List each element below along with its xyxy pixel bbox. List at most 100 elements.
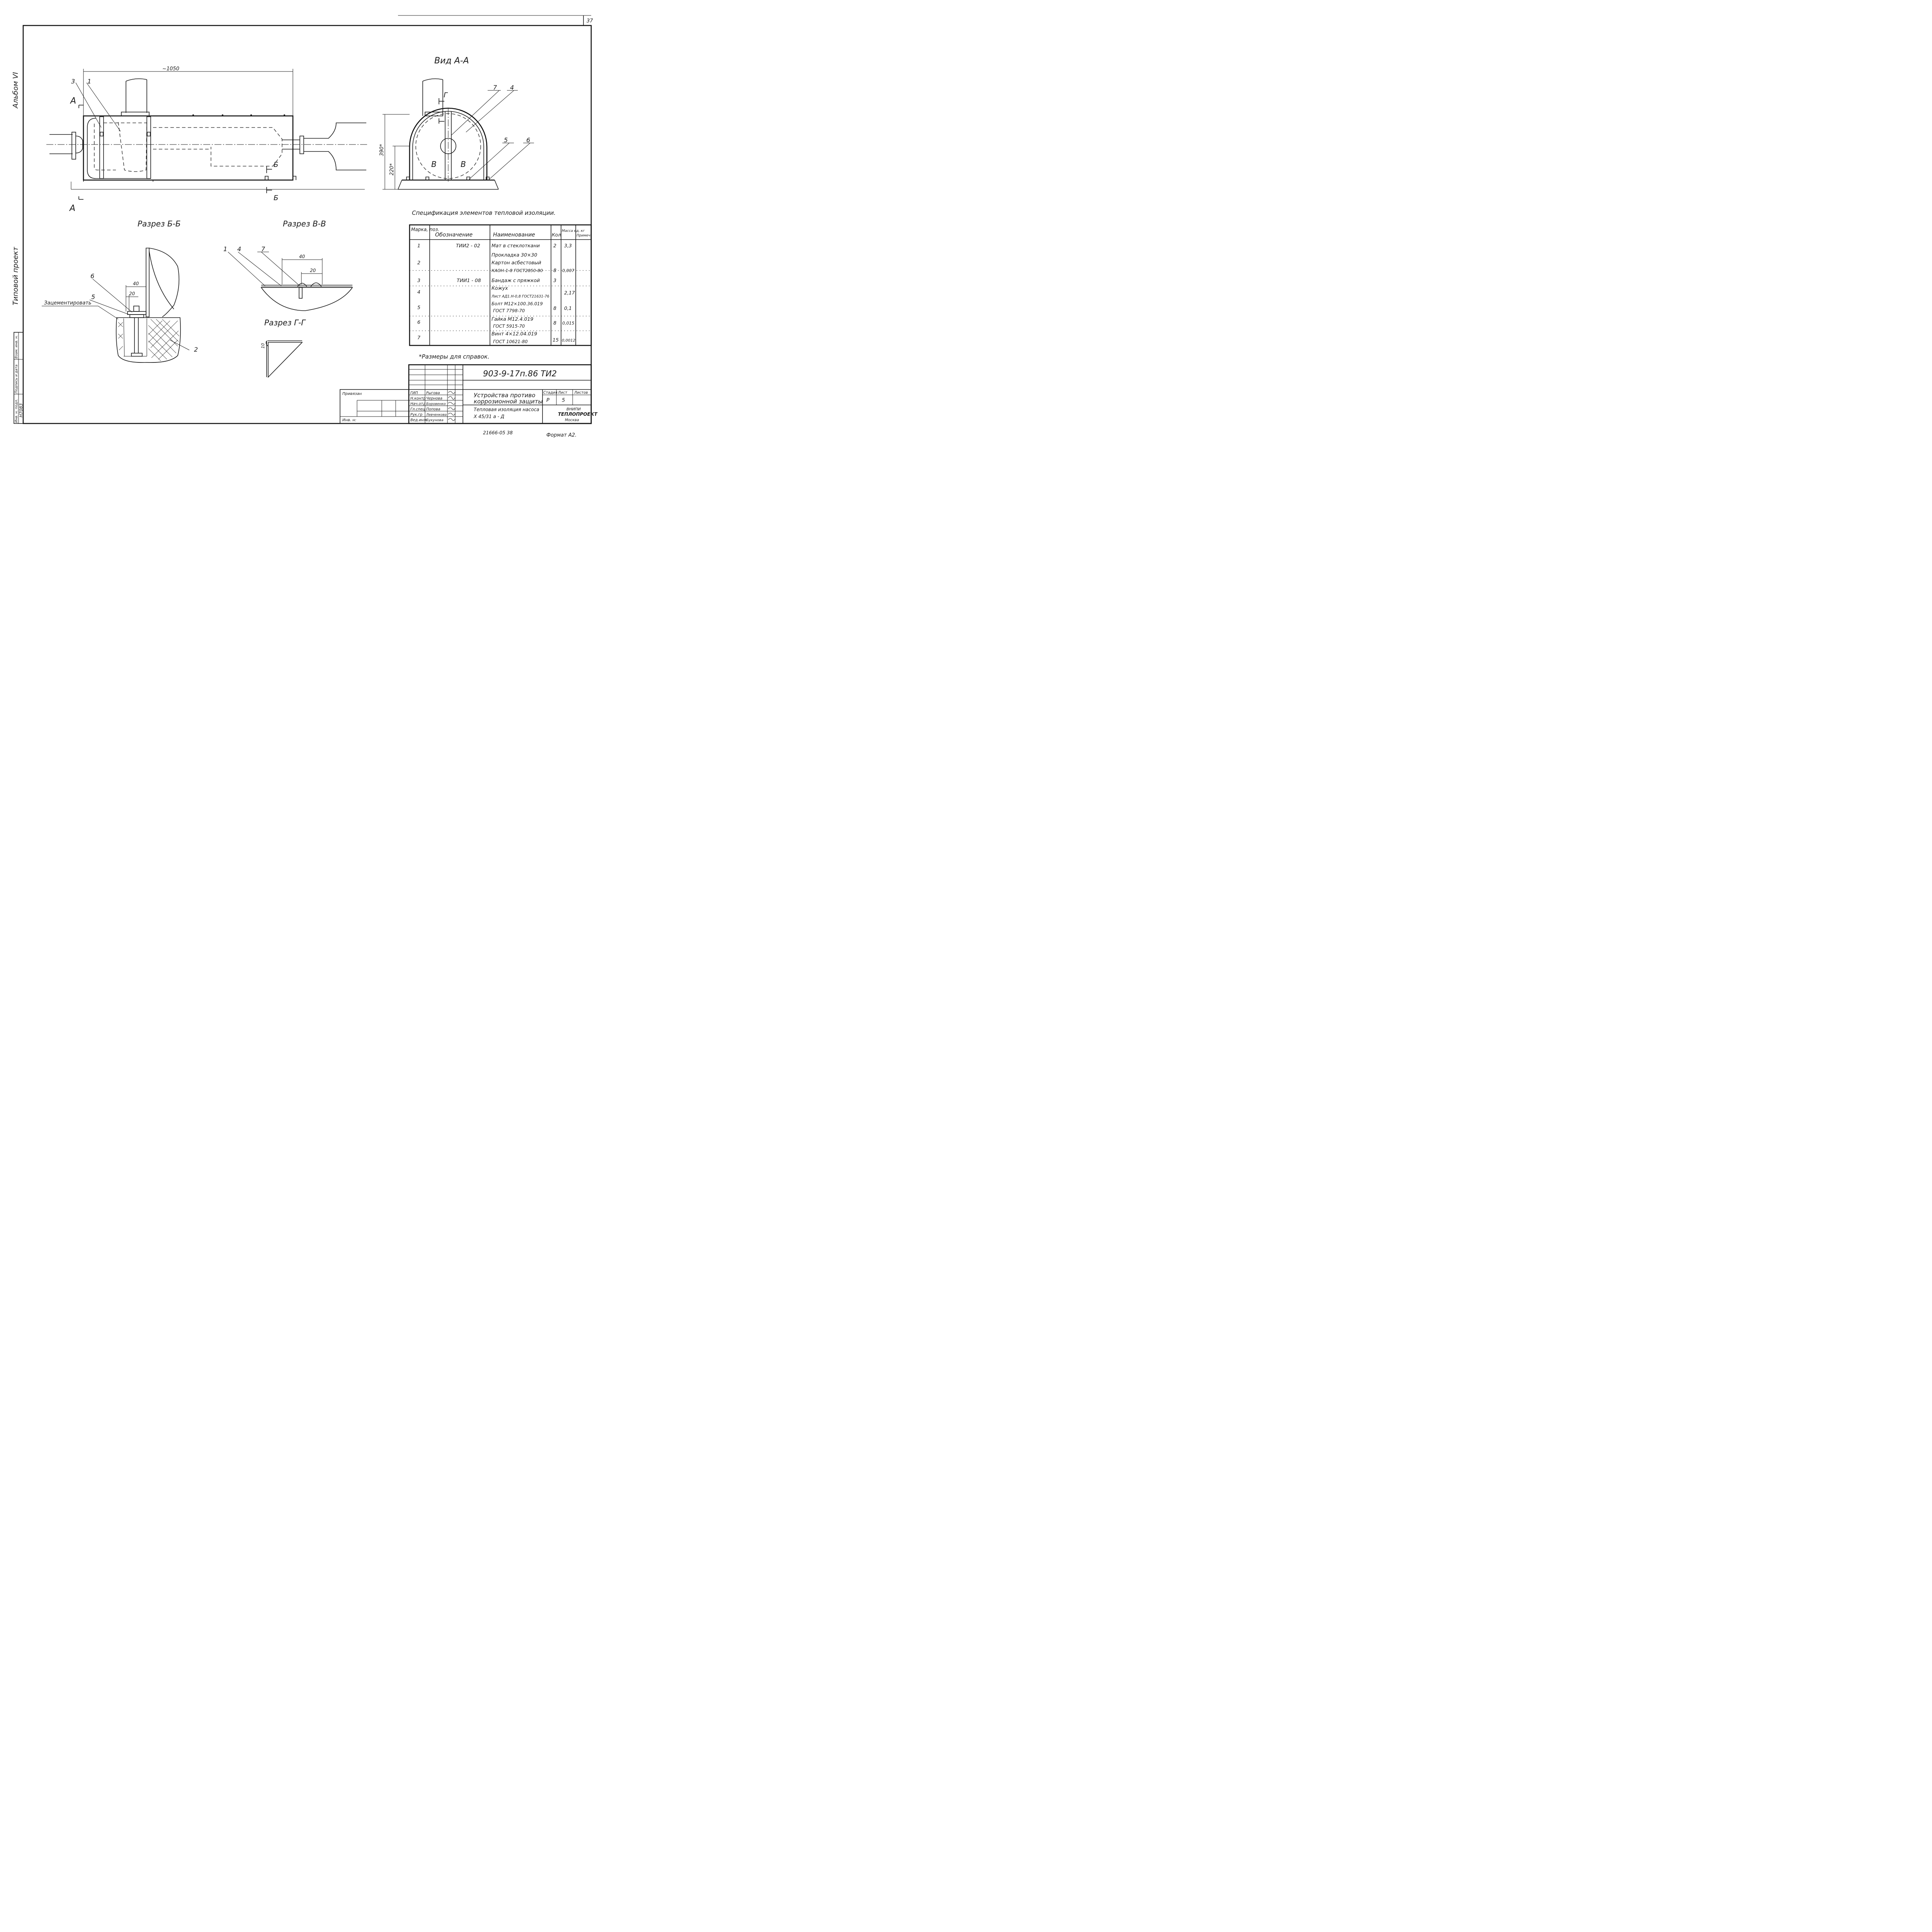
dim-10-gg: 10	[260, 343, 265, 349]
spec-r6-name-2: ГОСТ 5915-70	[493, 323, 525, 329]
callout-1-vv: 1	[223, 245, 227, 253]
cut-v-right: В	[461, 160, 466, 169]
main-view: ~1050	[46, 66, 367, 213]
dim-40-bb: 40	[133, 281, 139, 286]
dim-20-vv: 20	[310, 268, 316, 273]
dim-390: 390*	[379, 144, 385, 156]
name-6: Букунова	[426, 418, 443, 422]
spec-h-qty: Кол	[552, 232, 561, 238]
callout-4-vv: 4	[237, 245, 241, 253]
spec-r2-pos: 2	[417, 260, 420, 265]
section-gg: Разрез Г-Г 10	[260, 318, 306, 378]
spec-r2-name-3: КАОН-1-8 ГОСТ2850-80	[492, 268, 543, 273]
dim-40-vv: 40	[299, 254, 305, 259]
callout-7-view: 7	[493, 84, 497, 91]
doc-code: 903-9-17п.86 ТИ2	[483, 369, 557, 378]
callout-5-view: 5	[504, 136, 508, 144]
role-6: Вед.инж	[410, 418, 427, 422]
callout-1-main: 1	[87, 78, 91, 85]
name-4: Попова	[426, 407, 440, 412]
role-1: ГИП	[410, 391, 418, 395]
spec-r6-pos: 6	[417, 319, 420, 325]
sheet-header: Лист	[558, 391, 568, 395]
title-main-1: Устройства противо	[474, 392, 535, 399]
technical-drawing: 37 Альбом VI Типовой проект Взам. инв. н…	[12, 15, 598, 438]
spec-r5-pos: 5	[417, 304, 420, 310]
spec-h-code: Обозначение	[435, 232, 473, 238]
cut-b-top: Б	[274, 161, 278, 169]
spec-r4-mass: 2,17	[564, 290, 575, 296]
spec-r5-mass: 0,1	[564, 305, 572, 311]
spec-r2-name-2: Картон асбестовый	[492, 260, 541, 265]
spec-r5-name-1: Болт М12×100.36.019	[492, 301, 543, 306]
cement-label: Зацементировать	[44, 300, 92, 306]
org-1: ВНИПИ	[566, 407, 581, 412]
spec-r1-code: ТИИ2 - 02	[456, 243, 480, 248]
spec-r6-qty: 8	[553, 320, 556, 326]
spec-r6-name-1: Гайка М12.4.019	[492, 316, 533, 322]
callout-7-vv: 7	[261, 245, 265, 253]
dim-220: 220*	[389, 163, 395, 175]
spec-r3-code: ТИИ1 - 08	[457, 277, 481, 283]
spec-r4-name-2: Лист АД1.Н-0,8 ГОСТ21631-76	[491, 294, 549, 299]
callout-6-bb: 6	[90, 272, 94, 280]
section-gg-title: Разрез Г-Г	[264, 318, 306, 327]
spec-r5-name-2: ГОСТ 7798-70	[493, 308, 525, 313]
role-2: Н.контр	[410, 396, 426, 401]
spec-title: Спецификация элементов тепловой изоляции…	[412, 209, 556, 216]
section-bb-title: Разрез Б-Б	[138, 219, 181, 228]
spec-footnote: *Размеры для справок.	[419, 353, 490, 360]
side-inv-value: Н7083	[19, 403, 24, 417]
spec-h-name: Наименование	[493, 232, 535, 238]
spec-r4-pos: 4	[417, 289, 420, 295]
title-block: 903-9-17п.86 ТИ2 ГИП Н.контр Нач.отд Гл.…	[340, 364, 598, 438]
inv-label: Инв. н:	[342, 418, 356, 422]
side-signature-date: Подпись и дата	[15, 364, 19, 393]
spec-r5-qty: 8	[553, 305, 556, 311]
view-aa: Вид А-А 390* 220*	[379, 56, 534, 190]
typical-project-label: Типовой проект	[12, 247, 20, 305]
callout-2-bb: 2	[194, 346, 198, 353]
spec-r2-name-1: Прокладка 30×30	[492, 252, 537, 258]
name-2: Чернова	[426, 396, 442, 401]
format-label: Формат А2.	[546, 432, 577, 438]
callout-6-view: 6	[526, 136, 530, 144]
side-inv-no: Инв. н. подл.	[15, 399, 19, 423]
spec-r1-pos: 1	[417, 243, 420, 248]
spec-r7-name-2: ГОСТ 10621-80	[493, 339, 528, 344]
cut-a-bottom: А	[69, 204, 75, 213]
spec-r1-qty: 2	[553, 243, 556, 248]
cut-a-top: А	[70, 96, 76, 106]
callout-5-bb: 5	[91, 293, 95, 301]
spec-r2-qty: 8	[553, 267, 556, 273]
role-5: Рук.гр	[410, 413, 422, 417]
side-replace-inv: Взам. инв. н.	[15, 335, 19, 359]
org-3: Москва	[565, 418, 579, 422]
sheet-number: 37	[587, 18, 593, 24]
name-5: Левченкова	[426, 413, 447, 417]
copy-number: 21666-05 38	[483, 430, 513, 435]
drawing-sheet: 37 Альбом VI Типовой проект Взам. инв. н…	[0, 0, 606, 440]
spec-h-note: Примеч.	[577, 234, 592, 238]
cut-v-left: В	[431, 160, 437, 169]
stage-value: Р	[546, 398, 549, 403]
title-sub-2: Х 45/31 а - Д	[473, 414, 504, 419]
spec-r6-mass: 0,015	[562, 321, 575, 326]
name-1: Рыгова	[426, 391, 440, 395]
cut-b-bottom: Б	[274, 194, 278, 202]
spec-table: Спецификация элементов тепловой изоляции…	[409, 209, 592, 360]
spec-r3-qty: 3	[553, 277, 556, 283]
spec-r3-name: Бандаж с пряжкой	[492, 277, 540, 283]
dim-1050: ~1050	[162, 66, 179, 72]
spec-r7-mass: 0,0012	[562, 338, 575, 343]
album-label: Альбом VI	[12, 72, 20, 109]
spec-r2-mass: 0,007	[562, 268, 575, 273]
callout-4-view: 4	[510, 84, 514, 91]
spec-h-mass: Масса ед, кг	[562, 229, 585, 233]
tied-label: Привязан	[342, 392, 362, 396]
name-3: Боровенко	[426, 402, 446, 406]
cut-g: Г	[444, 91, 448, 99]
role-3: Нач.отд	[410, 402, 426, 406]
title-main-2: коррозионной защиты	[474, 398, 543, 405]
spec-r4-name-1: Кожух	[492, 285, 508, 291]
